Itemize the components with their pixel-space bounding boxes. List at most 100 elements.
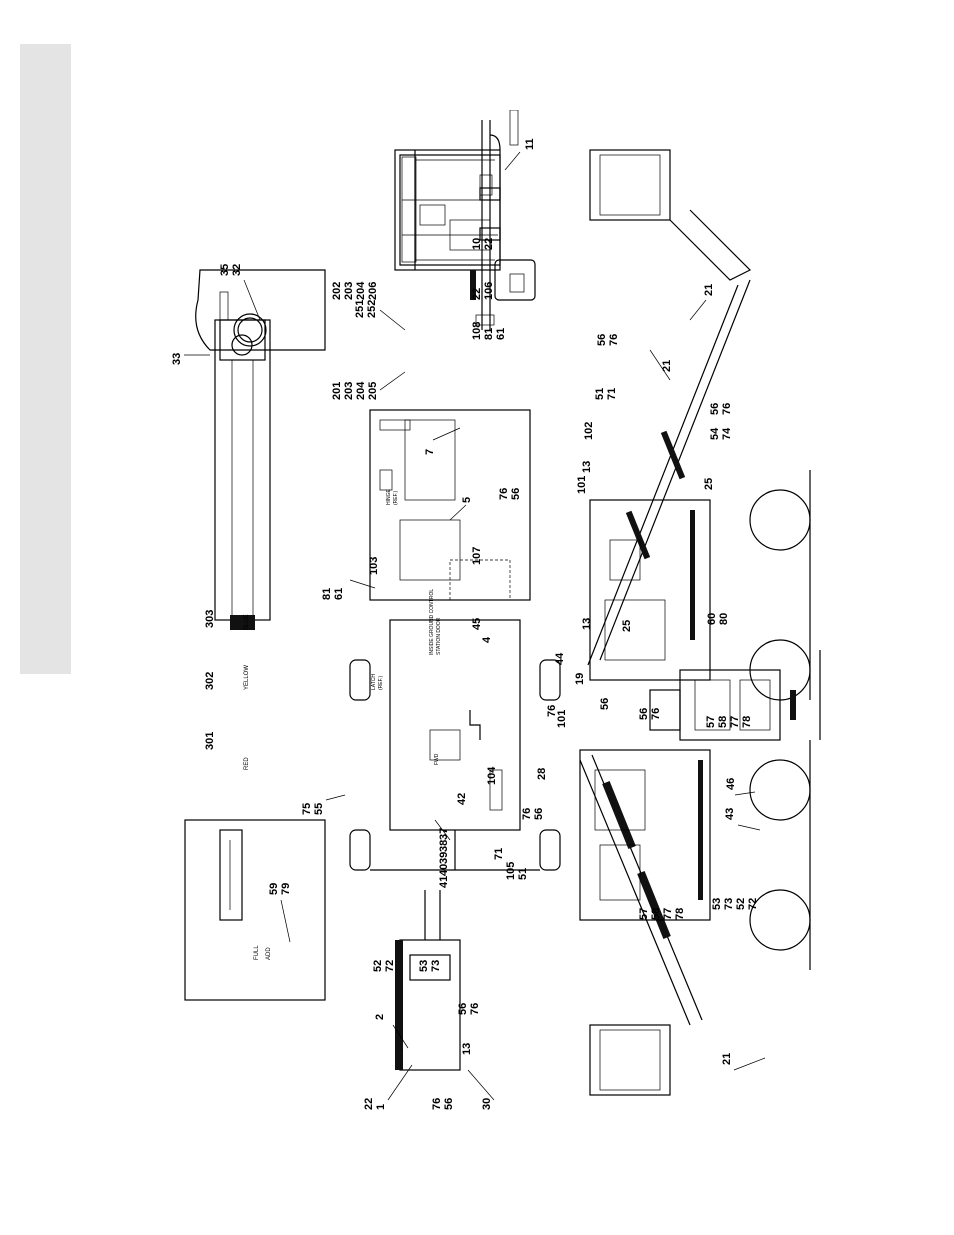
label-102: 102 [583, 422, 595, 440]
reservoir-full-text: FULL [254, 945, 260, 960]
label-52a: 52 [372, 960, 384, 972]
label-206: 206 [367, 282, 379, 300]
label-56t2: 56 [709, 403, 721, 415]
machine-side-view-upper [587, 149, 811, 701]
label-76b2: 76 [650, 708, 662, 720]
reservoir-sight-gauge [184, 819, 326, 1001]
label-22a: 22 [471, 288, 483, 300]
label-41: 41 [438, 876, 450, 888]
label-5: 5 [461, 497, 473, 503]
label-302: 302 [204, 672, 216, 690]
label-56m: 56 [599, 698, 611, 710]
label-78a: 78 [741, 716, 753, 728]
controller-box [494, 259, 536, 301]
label-38: 38 [438, 840, 450, 852]
label-56t3: 56 [510, 488, 522, 500]
cover-caption-line1: INSIDE GROUND CONTROL [429, 589, 435, 655]
label-21b: 21 [661, 360, 673, 372]
machine-side-view-lower [579, 740, 811, 1096]
label-2: 2 [374, 1014, 386, 1020]
label-45: 45 [471, 618, 483, 630]
control-panel [399, 154, 501, 266]
label-75: 75 [301, 803, 313, 815]
label-76t2: 76 [721, 403, 733, 415]
label-301: 301 [204, 732, 216, 750]
label-79: 79 [280, 883, 292, 895]
label-46: 46 [725, 778, 737, 790]
chassis-top-view [349, 619, 561, 871]
label-76b1: 76 [546, 705, 558, 717]
ground-control-cover [369, 409, 531, 601]
leader-lines [184, 151, 766, 1101]
rear-view [395, 890, 461, 1071]
label-81a: 81 [483, 328, 495, 340]
label-205: 205 [367, 382, 379, 400]
label-57a: 57 [705, 716, 717, 728]
label-72b: 72 [747, 898, 759, 910]
cover-hinge-ref: (REF.) [393, 491, 399, 506]
decal-installation-diagram: 11 7 202 203 204 206 201 203 204 205 251… [150, 110, 870, 1120]
label-74: 74 [721, 427, 733, 440]
label-252: 252 [366, 300, 378, 318]
label-51t: 51 [594, 388, 606, 400]
label-13r: 13 [461, 1043, 473, 1055]
label-80: 80 [718, 613, 730, 625]
label-107: 107 [471, 547, 483, 565]
label-76b3: 76 [521, 808, 533, 820]
label-43: 43 [724, 808, 736, 820]
label-61b: 61 [333, 588, 345, 600]
label-204b: 204 [355, 281, 367, 300]
label-37: 37 [438, 828, 450, 840]
label-61a: 61 [495, 328, 507, 340]
label-55: 55 [313, 803, 325, 815]
label-77b: 77 [662, 908, 674, 920]
label-25t: 25 [703, 478, 715, 490]
label-108: 108 [471, 322, 483, 340]
label-77a: 77 [729, 716, 741, 728]
label-53b: 53 [711, 898, 723, 910]
label-251: 251 [354, 300, 366, 318]
label-76r: 76 [469, 1003, 481, 1015]
label-7: 7 [424, 449, 436, 455]
label-105: 105 [505, 862, 517, 880]
label-52b: 52 [735, 898, 747, 910]
label-21a: 21 [703, 284, 715, 296]
label-22c: 22 [363, 1098, 375, 1110]
label-13m: 13 [581, 618, 593, 630]
machine-front-view [649, 650, 821, 741]
label-4: 4 [481, 636, 493, 643]
label-44: 44 [554, 652, 566, 665]
cylinder-band-c: RED [244, 757, 250, 770]
cylinder-band-a: BLUE [244, 614, 250, 630]
label-42: 42 [456, 793, 468, 805]
label-56t1: 56 [596, 334, 608, 346]
label-72a: 72 [384, 960, 396, 972]
label-56b1: 56 [638, 708, 650, 720]
label-104: 104 [486, 766, 498, 785]
label-11: 11 [524, 138, 536, 150]
label-33: 33 [171, 353, 183, 365]
label-56b3: 56 [533, 808, 545, 820]
label-203a: 203 [343, 382, 355, 400]
label-30: 30 [481, 1098, 493, 1110]
label-204a: 204 [355, 381, 367, 400]
cover-latch-ref: (REF.) [378, 676, 384, 691]
label-71t: 71 [606, 388, 618, 400]
label-28: 28 [536, 768, 548, 780]
label-53a: 53 [418, 960, 430, 972]
label-58b: 58 [650, 908, 662, 920]
label-10: 10 [471, 238, 483, 250]
label-73a: 73 [430, 960, 442, 972]
label-13t: 13 [581, 461, 593, 473]
label-56r: 56 [457, 1003, 469, 1015]
label-25m: 25 [621, 620, 633, 632]
label-201: 201 [331, 382, 343, 400]
label-78b: 78 [674, 908, 686, 920]
hydraulic-cylinder [214, 319, 271, 630]
label-40: 40 [438, 864, 450, 876]
label-32: 32 [231, 264, 243, 276]
label-202: 202 [331, 282, 343, 300]
label-106: 106 [483, 282, 495, 300]
chassis-fwd-text: FWD [434, 753, 440, 765]
reservoir-add-text: ADD [266, 947, 272, 960]
